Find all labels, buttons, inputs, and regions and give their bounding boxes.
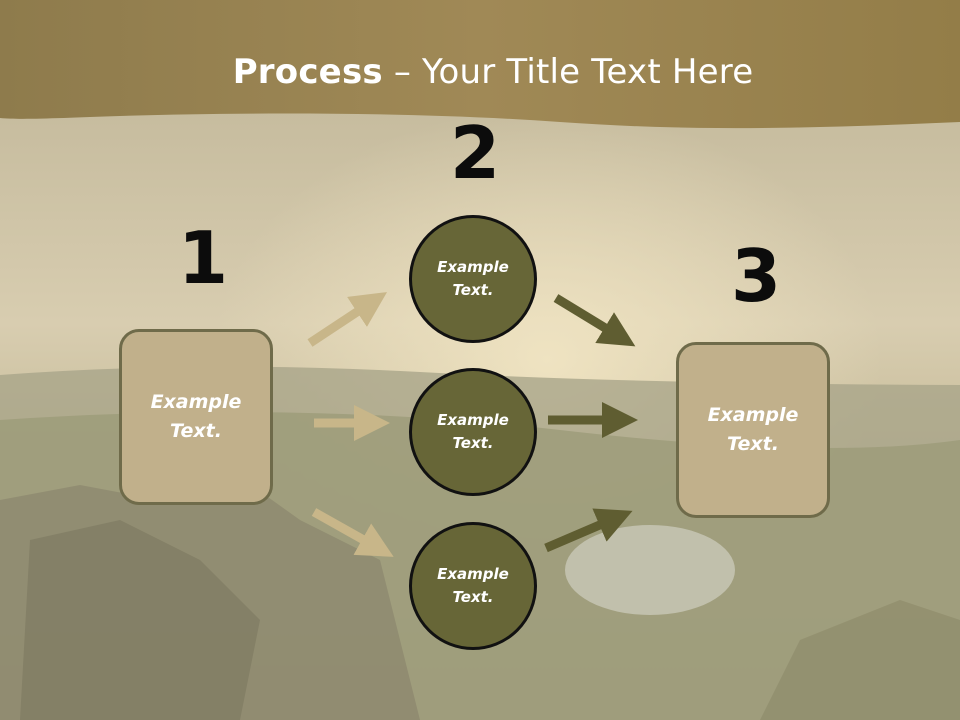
- circle-top: Example Text.: [409, 215, 537, 343]
- right-box-text: Example Text.: [707, 404, 799, 455]
- left-step-box: Example Text.: [119, 329, 273, 505]
- arrow-left-to-bottom: [311, 508, 394, 557]
- step-number-2: 2: [450, 111, 501, 195]
- left-box-text: Example Text.: [150, 391, 242, 442]
- arrow-left-to-top: [307, 292, 388, 347]
- right-step-box: Example Text.: [676, 342, 830, 518]
- circle-middle-text: Example Text.: [437, 411, 509, 452]
- circle-bottom: Example Text.: [409, 522, 537, 650]
- step-number-3: 3: [731, 234, 782, 318]
- step-number-1: 1: [178, 216, 229, 300]
- title-rest: – Your Title Text Here: [382, 52, 754, 92]
- circle-middle: Example Text.: [409, 368, 537, 496]
- title-bold: Process: [232, 52, 383, 92]
- arrow-bottom-to-right: [544, 508, 633, 553]
- arrow-top-to-right: [553, 294, 636, 347]
- circle-top-text: Example Text.: [437, 258, 509, 299]
- circle-bottom-text: Example Text.: [437, 565, 509, 606]
- slide-title: Process – Your Title Text Here: [0, 52, 960, 92]
